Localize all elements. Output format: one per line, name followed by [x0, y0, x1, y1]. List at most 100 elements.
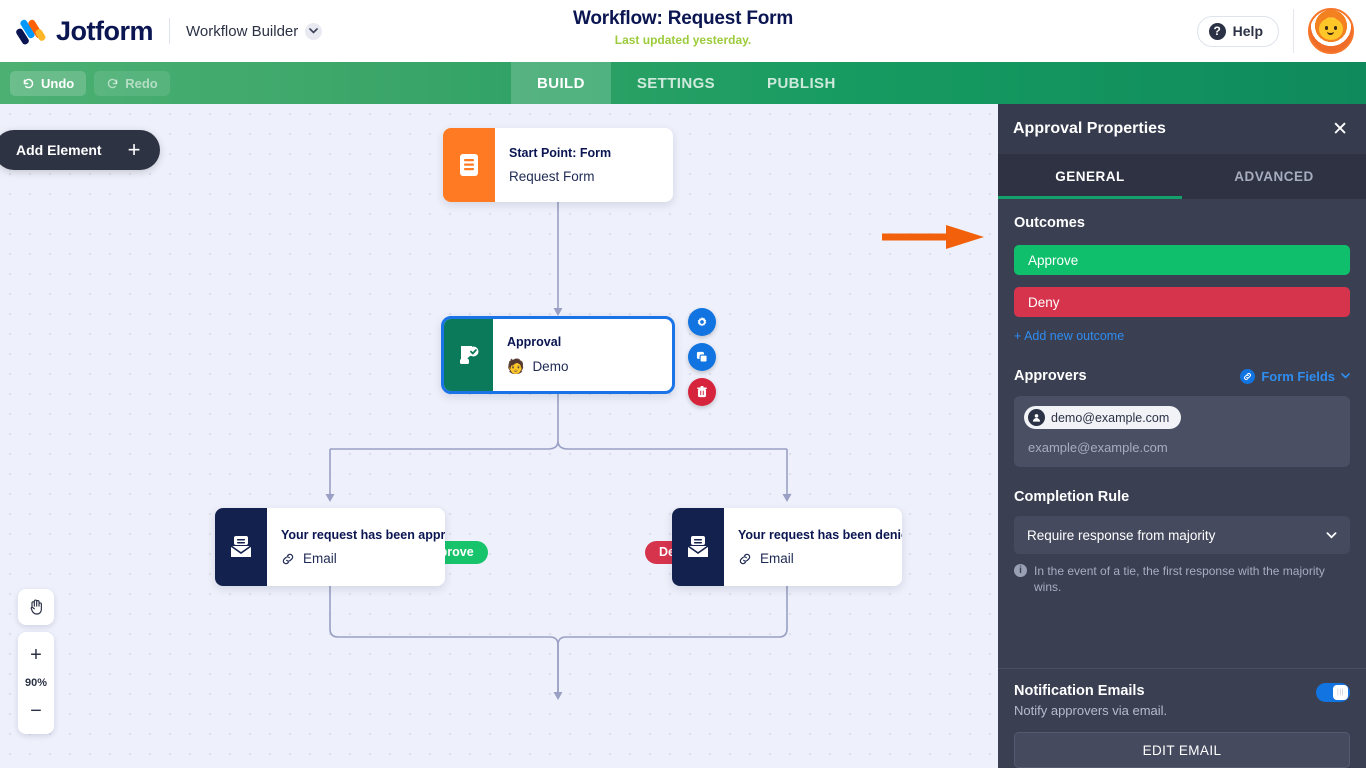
node-denied-body: Your request has been denied. Email: [724, 508, 902, 586]
form-fields-dropdown[interactable]: Form Fields: [1240, 368, 1350, 384]
panel-tabs: GENERAL ADVANCED: [998, 154, 1366, 199]
main-tabs: BUILD SETTINGS PUBLISH: [511, 62, 862, 104]
tab-advanced[interactable]: ADVANCED: [1234, 169, 1314, 184]
copy-icon: [696, 351, 708, 363]
approvers-placeholder: example@example.com: [1028, 440, 1168, 455]
node-start-subtitle: Request Form: [509, 169, 595, 184]
tab-publish[interactable]: PUBLISH: [767, 74, 836, 92]
notification-emails-toggle[interactable]: [1316, 683, 1350, 702]
link-icon: [739, 553, 751, 564]
pan-tool-button[interactable]: [18, 589, 54, 625]
node-denied-title: Your request has been denied.: [738, 528, 902, 542]
node-duplicate-button[interactable]: [688, 343, 716, 371]
node-start-point[interactable]: Start Point: Form Request Form: [443, 128, 673, 202]
node-approval-subtitle-row: 🧑 Demo: [507, 358, 568, 375]
edit-email-button[interactable]: EDIT EMAIL: [1014, 732, 1350, 768]
avatar[interactable]: [1308, 8, 1354, 54]
approver-emoji-icon: 🧑: [507, 358, 525, 374]
node-approved-subtitle: Email: [303, 551, 337, 566]
jotform-logo[interactable]: Jotform: [0, 15, 154, 47]
approvers-header: Approvers Form Fields: [1014, 368, 1350, 384]
notification-emails-subtitle: Notify approvers via email.: [1014, 703, 1168, 718]
chevron-down-icon: [305, 22, 323, 40]
completion-rule-select[interactable]: Require response from majority: [1014, 516, 1350, 554]
link-badge-icon: [1240, 368, 1256, 384]
node-approval-title: Approval: [507, 335, 562, 349]
approvers-input-box[interactable]: demo@example.com example@example.com: [1014, 396, 1350, 467]
workflow-builder-dropdown[interactable]: Workflow Builder: [186, 22, 323, 40]
tab-general[interactable]: GENERAL: [998, 154, 1182, 199]
help-button[interactable]: ? Help: [1196, 15, 1279, 47]
tab-settings[interactable]: SETTINGS: [636, 74, 716, 92]
undo-button[interactable]: Undo: [10, 70, 87, 96]
node-denied-subtitle-row: Email: [738, 551, 902, 566]
undo-icon: [23, 78, 34, 88]
email-icon: [215, 508, 267, 586]
zoom-level-label: 90%: [24, 677, 48, 689]
node-approved-subtitle-row: Email: [281, 551, 445, 566]
person-icon: [1028, 409, 1045, 426]
node-approved-body: Your request has been appro... Email: [267, 508, 445, 586]
node-delete-button[interactable]: [688, 378, 716, 406]
node-approval-subtitle: Demo: [532, 359, 569, 374]
approver-chip[interactable]: demo@example.com: [1024, 406, 1182, 429]
outcome-approve[interactable]: Approve: [1014, 245, 1350, 275]
jotform-logo-text: Jotform: [56, 15, 154, 46]
tab-build[interactable]: BUILD: [511, 62, 611, 104]
notification-emails-texts: Notification Emails Notify approvers via…: [1014, 683, 1167, 718]
header-right-actions: ? Help: [1196, 0, 1366, 62]
notification-emails-row: Notification Emails Notify approvers via…: [1014, 683, 1350, 718]
approval-properties-panel: Approval Properties ✕ GENERAL ADVANCED O…: [998, 104, 1366, 768]
redo-label: Redo: [125, 75, 158, 91]
zoom-controls: + 90% −: [18, 632, 54, 734]
top-header: Jotform Workflow Builder Workflow: Reque…: [0, 0, 1366, 62]
plus-icon: +: [127, 137, 141, 162]
notification-emails-title: Notification Emails: [1014, 683, 1145, 699]
outcomes-list: Approve Deny + Add new outcome: [1014, 245, 1350, 343]
outcome-deny[interactable]: Deny: [1014, 287, 1350, 317]
add-new-outcome-link[interactable]: + Add new outcome: [1014, 329, 1125, 343]
hand-icon: [30, 599, 42, 615]
chevron-down-icon: [1326, 531, 1337, 538]
connector-lines: [325, 202, 792, 700]
link-icon: [282, 553, 294, 564]
workflow-builder-label: Workflow Builder: [186, 22, 299, 40]
add-element-button[interactable]: Add Element +: [0, 130, 161, 170]
completion-rule-hint-text: In the event of a tie, the first respons…: [1034, 564, 1325, 595]
avatar-divider: [1293, 9, 1294, 53]
toggle-knob: [1333, 685, 1348, 700]
close-icon[interactable]: ✕: [1332, 118, 1348, 140]
chevron-down-icon: [1341, 373, 1350, 379]
completion-rule-value: Require response from majority: [1027, 527, 1216, 543]
gear-icon: [697, 316, 707, 327]
form-icon: [443, 128, 495, 202]
approvers-section-title: Approvers: [1014, 368, 1087, 384]
zoom-out-button[interactable]: −: [30, 699, 42, 722]
workflow-canvas[interactable]: Add Element + Start Point: Form Request …: [0, 104, 998, 768]
form-fields-label: Form Fields: [1261, 368, 1335, 384]
undo-redo-group: Undo Redo: [0, 70, 170, 96]
notification-emails-section: Notification Emails Notify approvers via…: [998, 668, 1366, 768]
node-action-buttons: [688, 308, 716, 406]
node-approval[interactable]: Approval 🧑 Demo: [441, 316, 675, 394]
completion-rule-hint: i In the event of a tie, the first respo…: [1014, 563, 1350, 595]
email-icon: [672, 508, 724, 586]
panel-title: Approval Properties: [1013, 120, 1166, 137]
trash-icon: [697, 386, 707, 398]
zoom-in-button[interactable]: +: [30, 643, 42, 666]
node-start-title: Start Point: Form: [509, 146, 612, 160]
redo-button[interactable]: Redo: [94, 70, 170, 96]
help-label: Help: [1232, 23, 1263, 39]
node-settings-button[interactable]: [688, 308, 716, 336]
jotform-logo-icon: [15, 17, 47, 46]
approval-icon: [444, 319, 493, 391]
node-denied-subtitle: Email: [760, 551, 794, 566]
node-denied-email[interactable]: Your request has been denied. Email: [672, 508, 902, 586]
panel-header: Approval Properties ✕: [998, 104, 1366, 154]
green-toolbar: Undo Redo BUILD SETTINGS PUBLISH: [0, 62, 1366, 104]
undo-label: Undo: [41, 75, 75, 91]
avatar-face-icon: [1319, 18, 1343, 41]
outcomes-section-title: Outcomes: [1014, 215, 1085, 231]
node-approved-email[interactable]: Your request has been appro... Email: [215, 508, 445, 586]
header-divider: [169, 18, 170, 44]
